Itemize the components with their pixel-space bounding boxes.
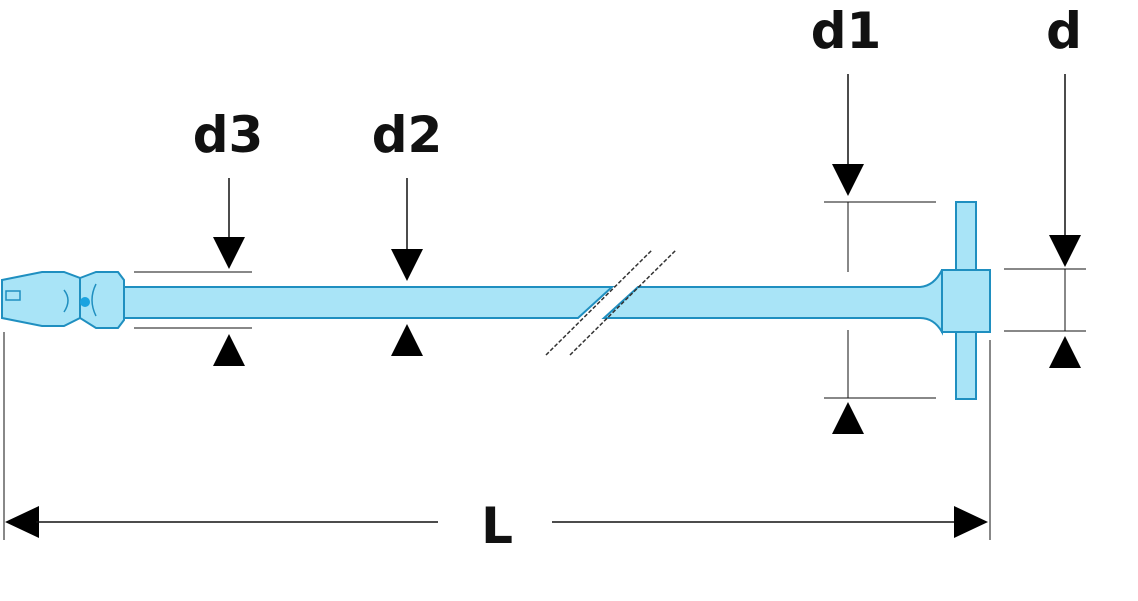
label-d: d <box>1046 2 1082 60</box>
tool-body <box>0 201 991 400</box>
dimension-L: L <box>3 332 991 555</box>
dimension-d2: d2 <box>372 106 443 356</box>
shaft-left <box>123 286 615 319</box>
break-mark-left <box>545 249 653 356</box>
shaft-right <box>601 269 943 336</box>
pivot-pin-dot <box>80 297 90 307</box>
L-arrow-left <box>5 506 39 538</box>
d1-arrow-up <box>832 402 864 434</box>
universal-joint <box>79 271 125 329</box>
d-arrow-down <box>1049 235 1081 267</box>
d1-arrow-down <box>832 164 864 196</box>
d2-arrow-up <box>391 324 423 356</box>
d2-arrow-down <box>391 249 423 281</box>
label-d3: d3 <box>193 106 264 164</box>
d3-arrow-up <box>213 334 245 366</box>
dimension-d1: d1 <box>811 2 936 434</box>
dimension-d: d <box>1004 2 1086 368</box>
universal-joint-yoke <box>63 283 97 317</box>
dimension-d3: d3 <box>134 106 263 366</box>
d-arrow-up <box>1049 336 1081 368</box>
t-handle-hub <box>941 269 991 333</box>
break-mark-right <box>569 249 677 356</box>
label-d2: d2 <box>372 106 443 164</box>
label-L: L <box>481 497 513 555</box>
L-arrow-right <box>954 506 988 538</box>
d3-arrow-down <box>213 237 245 269</box>
label-d1: d1 <box>811 2 882 60</box>
square-drive-slot <box>5 290 21 301</box>
